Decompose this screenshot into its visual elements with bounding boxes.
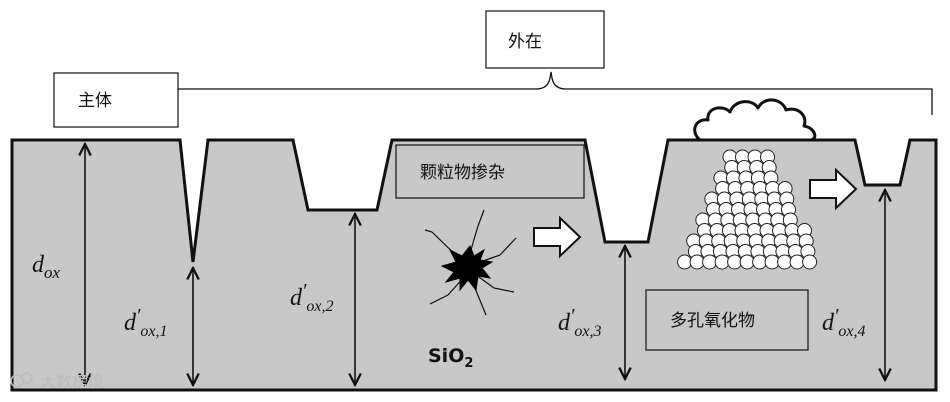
porous-particle — [689, 254, 705, 270]
porous-particle — [789, 254, 805, 270]
porous-particle — [677, 254, 693, 270]
porous-particle — [727, 254, 743, 270]
extrinsic-label-box — [485, 10, 605, 69]
flow-arrow-2 — [809, 167, 858, 211]
material-label: SiO2 — [428, 345, 473, 371]
porous-oxide-label: 多孔氧化物 — [670, 311, 755, 331]
surface-particle-bump — [693, 98, 817, 142]
thickness-label-1: d′ox,1 — [124, 305, 167, 340]
porous-particle — [764, 254, 780, 270]
thickness-label-4: d′ox,4 — [822, 305, 865, 340]
particle-label-box — [395, 144, 585, 199]
porous-particle — [714, 254, 730, 270]
porous-particle — [739, 254, 755, 270]
porous-particle — [802, 254, 818, 270]
extrinsic-label: 外在 — [508, 32, 542, 52]
porous-oxide-label-box — [645, 289, 809, 351]
thickness-label-total: dox — [32, 252, 61, 282]
particle-defect-core — [440, 245, 494, 292]
svg-text:大数榜境: 大数榜境 — [40, 372, 104, 391]
porous-particle — [752, 254, 768, 270]
particle-label: 颗粒物掺杂 — [420, 163, 505, 183]
intrinsic-label: 主体 — [78, 91, 112, 111]
extrinsic-bracket — [178, 71, 933, 115]
intrinsic-label-box — [53, 72, 179, 128]
thickness-label-2: d′ox,2 — [290, 280, 333, 315]
porous-oxide-cluster — [677, 149, 818, 270]
porous-particle — [777, 254, 793, 270]
thickness-label-3: d′ox,3 — [558, 305, 601, 340]
flow-arrow-1 — [533, 215, 582, 259]
watermark: 大数榜境 — [10, 372, 104, 391]
porous-particle — [702, 254, 718, 270]
